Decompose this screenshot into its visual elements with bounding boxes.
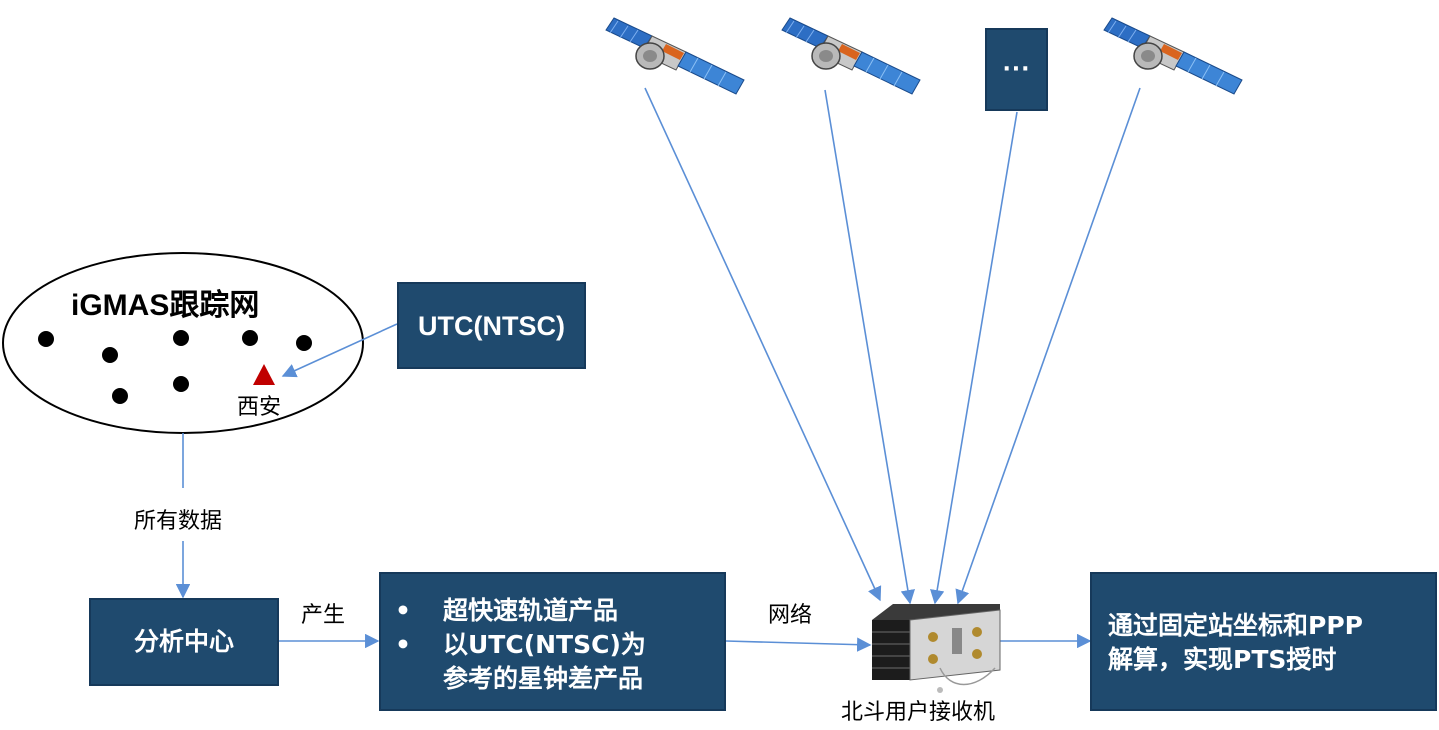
edge-label-network: 网络 xyxy=(768,603,813,628)
station-dot xyxy=(102,347,118,363)
receiver-label: 北斗用户接收机 xyxy=(841,700,996,725)
beidou-receiver-icon xyxy=(872,604,1001,693)
result-box: 通过固定站坐标和PPP 解算，实现PTS授时 xyxy=(1090,572,1437,711)
product-item-clock-continued: 参考的星钟差产品 xyxy=(443,664,644,693)
products-box: 超快速轨道产品 以UTC(NTSC)为 参考的星钟差产品 xyxy=(379,572,726,711)
signal-ellipsis-to-receiver xyxy=(930,111,1018,605)
xian-station-marker xyxy=(253,364,275,385)
satellite-icon xyxy=(1103,17,1243,95)
station-dot xyxy=(242,330,258,346)
edge-label-all-data: 所有数据 xyxy=(134,509,223,534)
utc-ntsc-label: UTC(NTSC) xyxy=(418,310,565,341)
network-title: iGMAS跟踪网 xyxy=(71,289,260,322)
satellite-icon xyxy=(781,17,921,95)
tracking-station-dots xyxy=(38,330,312,404)
satellite-icon xyxy=(605,17,745,95)
signal-sat2-to-receiver xyxy=(824,89,915,605)
utc-ntsc-box: UTC(NTSC) xyxy=(397,282,586,369)
analysis-center-label: 分析中心 xyxy=(133,627,234,656)
result-line-2: 解算，实现PTS授时 xyxy=(1108,645,1337,674)
ellipsis-label: ··· xyxy=(1002,57,1031,82)
result-line-1: 通过固定站坐标和PPP xyxy=(1108,611,1363,640)
arrow-products-to-receiver xyxy=(725,637,872,652)
station-dot xyxy=(173,376,189,392)
products-list: 超快速轨道产品 以UTC(NTSC)为 xyxy=(381,594,724,662)
station-dot xyxy=(112,388,128,404)
arrow-utc-to-xian xyxy=(281,323,398,378)
station-dot xyxy=(296,335,312,351)
signal-sat4-to-receiver xyxy=(955,87,1141,605)
signal-sat1-to-receiver xyxy=(644,87,882,602)
product-item-clock: 以UTC(NTSC)为 xyxy=(381,628,724,662)
edge-label-generate: 产生 xyxy=(301,603,346,628)
ellipsis-box: ··· xyxy=(985,28,1048,111)
station-dot xyxy=(173,330,189,346)
station-dot xyxy=(38,331,54,347)
analysis-center-box: 分析中心 xyxy=(89,598,279,686)
product-item-orbit: 超快速轨道产品 xyxy=(381,594,724,628)
xian-station-label: 西安 xyxy=(237,395,282,420)
